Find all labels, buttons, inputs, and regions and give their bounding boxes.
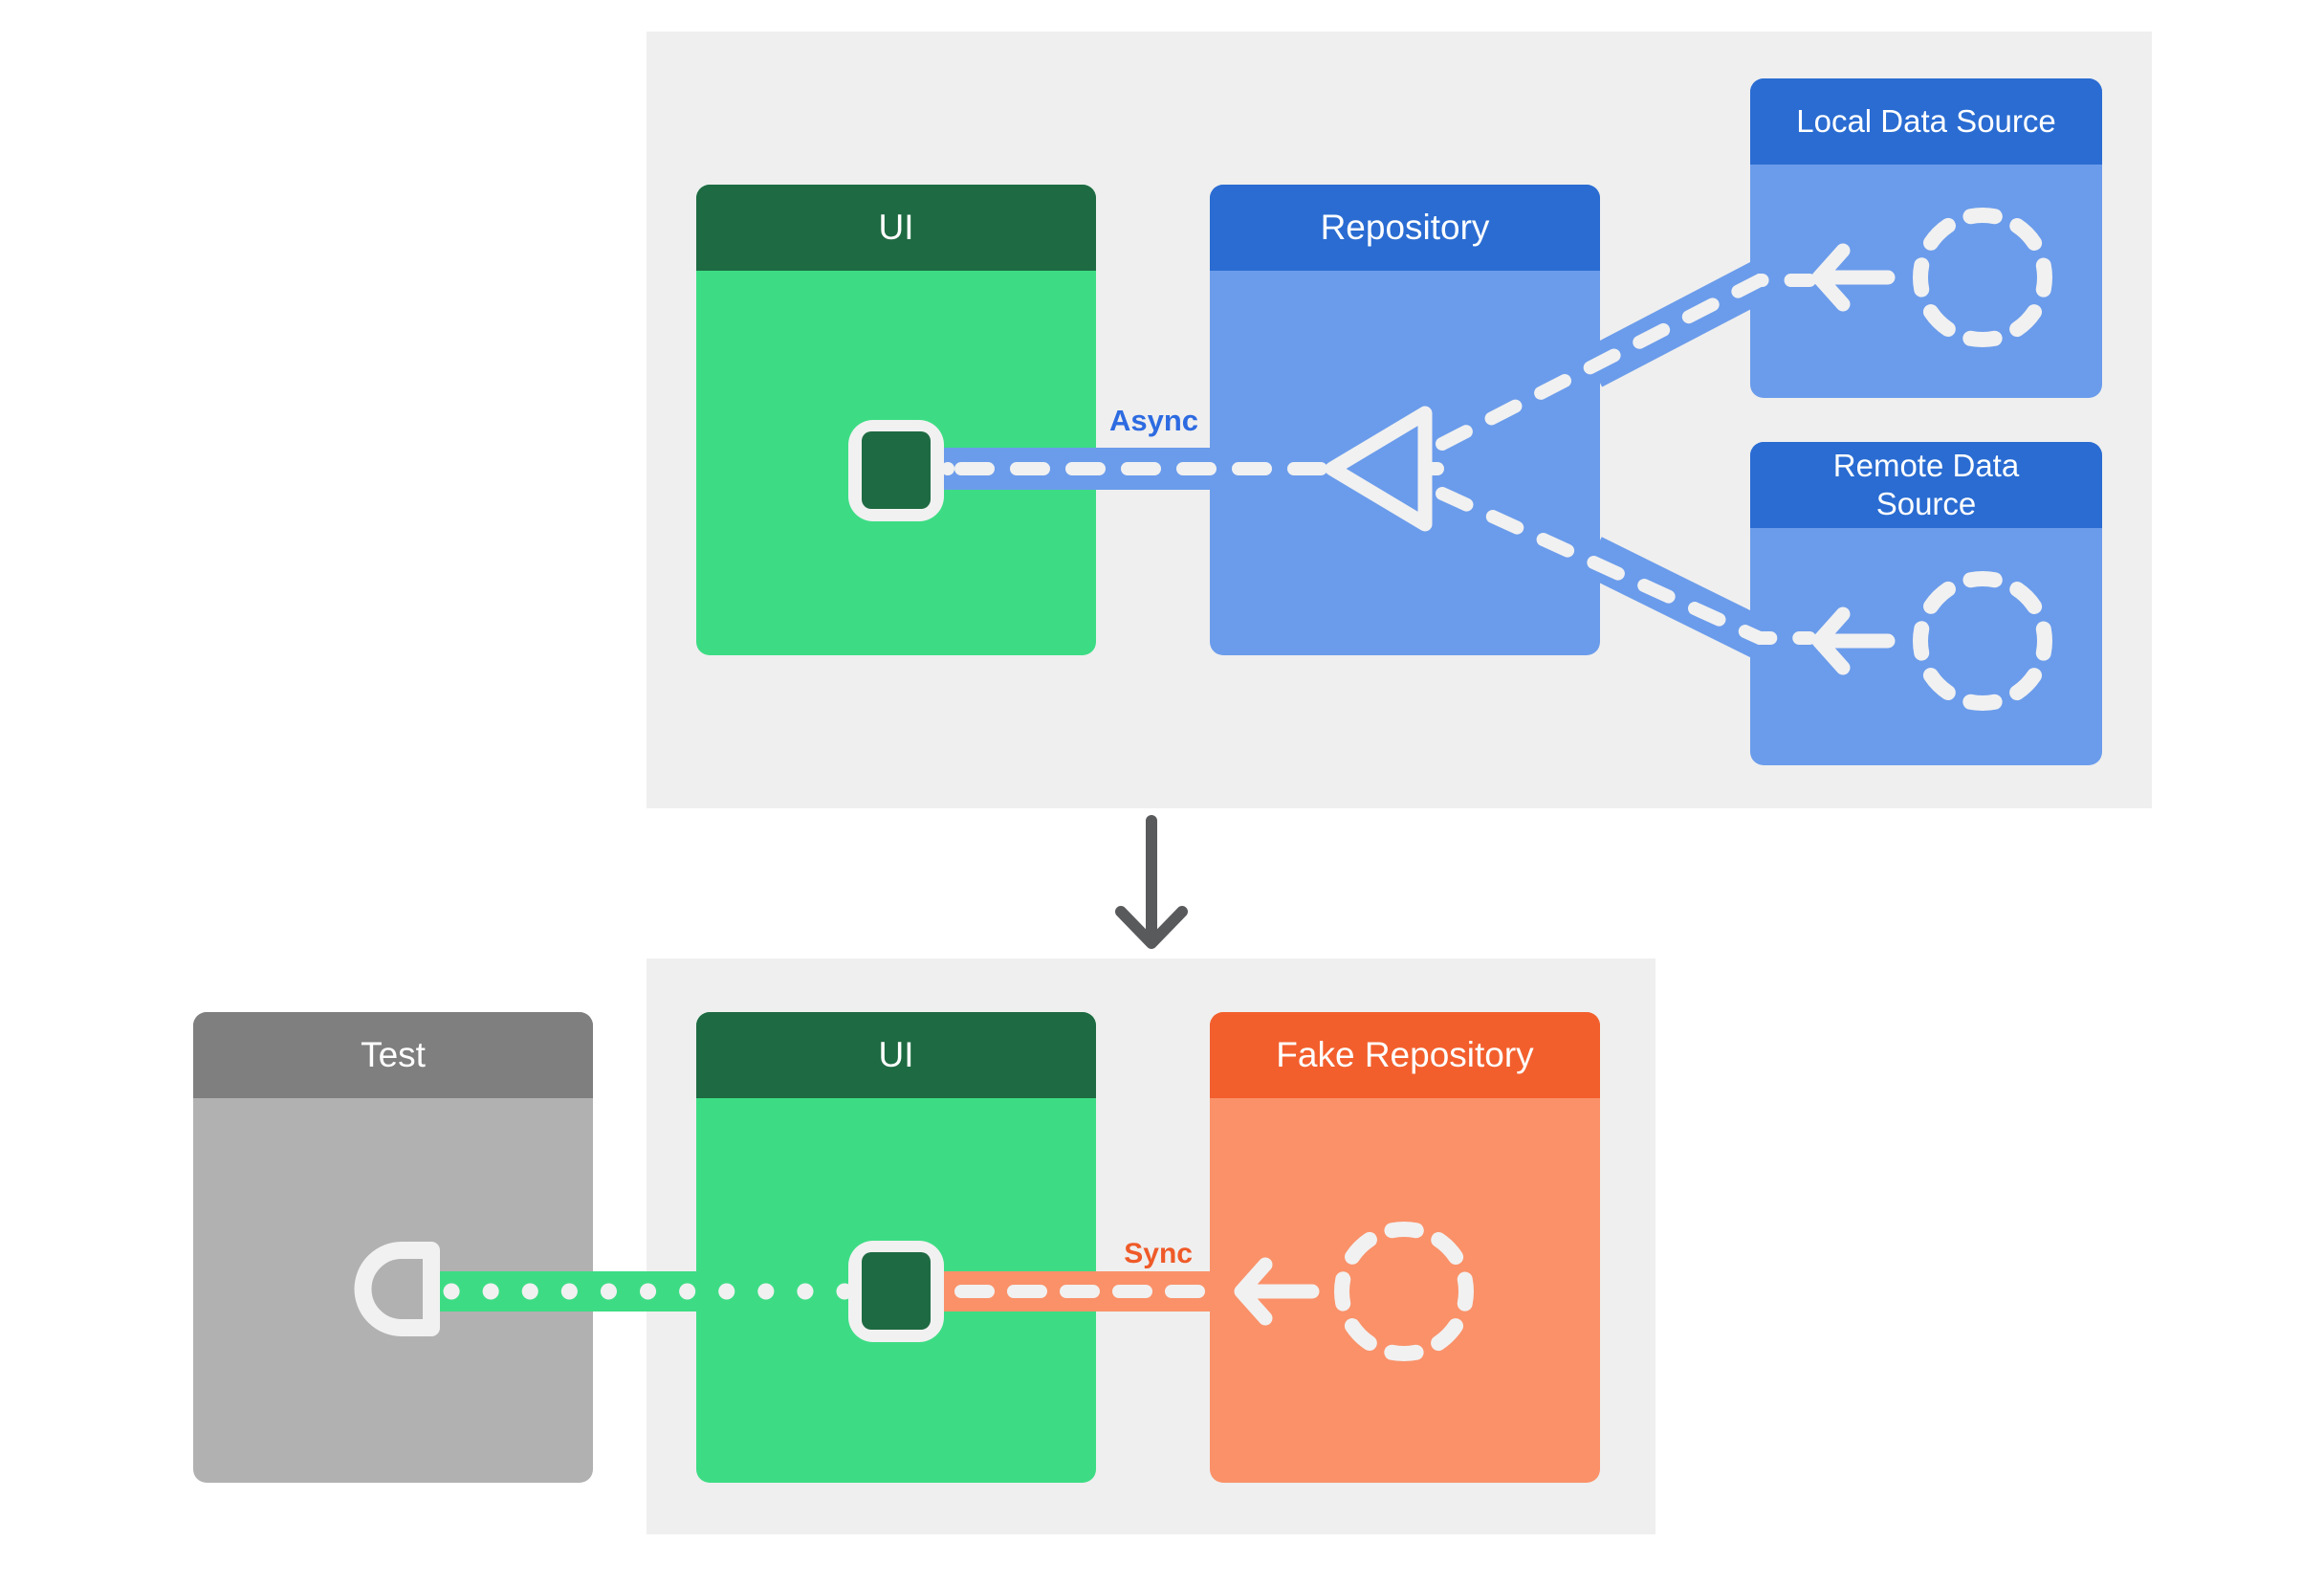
repository-box: Repository — [1210, 185, 1600, 655]
local-data-source-box: Local Data Source — [1750, 78, 2102, 398]
remote-data-source-box: Remote Data Source — [1750, 442, 2102, 765]
ui-state-square-production-icon — [848, 420, 944, 521]
fake-repository-box-title: Fake Repository — [1276, 1035, 1534, 1074]
repository-box-header: Repository — [1210, 185, 1600, 271]
test-box: Test — [193, 1012, 593, 1483]
ui-state-square-production-fill — [862, 431, 931, 509]
async-label: Async — [1108, 404, 1198, 437]
fake-repository-box: Fake Repository — [1210, 1012, 1600, 1483]
ui-box-test-header: UI — [696, 1012, 1096, 1098]
ui-box-production: UI — [696, 185, 1096, 655]
ui-state-square-test-icon — [848, 1241, 944, 1342]
remote-data-source-title: Remote Data Source — [1832, 448, 2020, 521]
sync-label: Sync — [1124, 1238, 1193, 1269]
repository-box-title: Repository — [1320, 208, 1490, 247]
local-data-source-header: Local Data Source — [1750, 78, 2102, 165]
ui-state-square-test-fill — [862, 1252, 931, 1330]
local-data-source-title: Local Data Source — [1796, 103, 2056, 139]
ui-box-production-title: UI — [878, 208, 914, 247]
section-down-arrow-icon — [1115, 815, 1188, 949]
remote-data-source-header: Remote Data Source — [1750, 442, 2102, 528]
ui-box-production-header: UI — [696, 185, 1096, 271]
test-box-header: Test — [193, 1012, 593, 1098]
test-box-title: Test — [361, 1035, 426, 1074]
ui-box-test-title: UI — [878, 1035, 914, 1074]
fake-repository-box-header: Fake Repository — [1210, 1012, 1600, 1098]
